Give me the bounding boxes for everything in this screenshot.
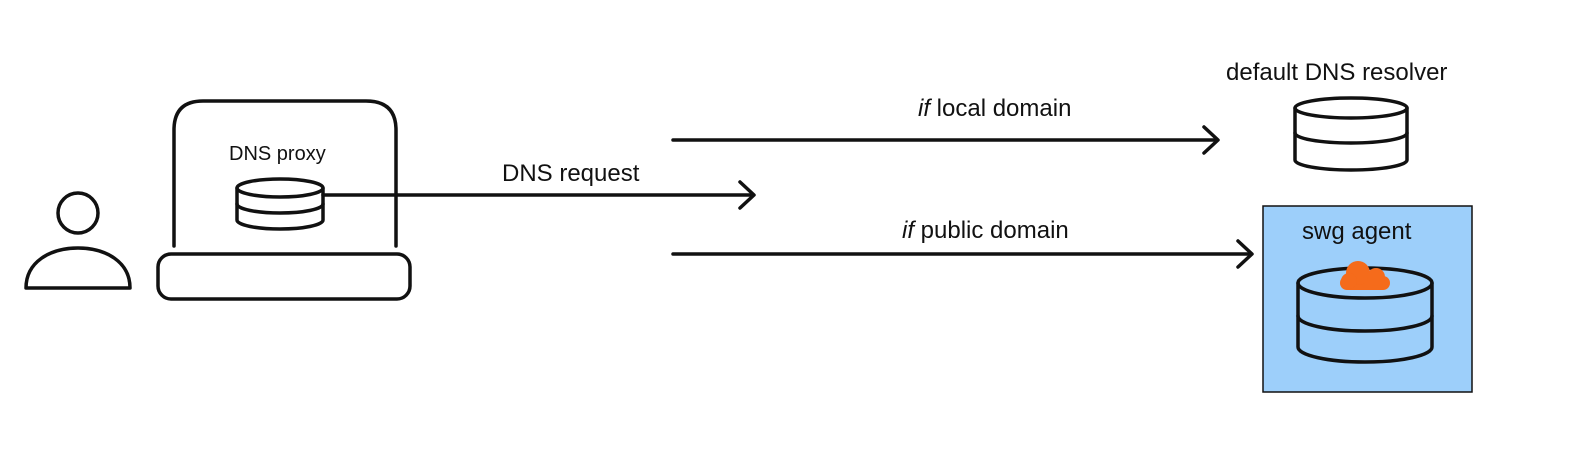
dns-proxy-label: DNS proxy bbox=[229, 143, 326, 165]
swg-agent-label: swg agent bbox=[1302, 218, 1412, 245]
local-domain-arrow bbox=[671, 125, 1220, 155]
public-domain-if: if bbox=[902, 217, 914, 244]
dns-proxy-database-icon bbox=[235, 177, 325, 231]
default-resolver-label: default DNS resolver bbox=[1226, 59, 1448, 86]
local-domain-label: if local domain bbox=[918, 95, 1071, 123]
laptop-icon bbox=[156, 99, 412, 301]
local-domain-if: if bbox=[918, 95, 930, 122]
local-domain-text: local domain bbox=[936, 95, 1072, 122]
dns-request-label: DNS request bbox=[502, 160, 640, 187]
user-icon bbox=[24, 191, 132, 290]
cloud-icon bbox=[1340, 261, 1390, 290]
public-domain-text: public domain bbox=[920, 217, 1069, 244]
public-domain-label: if public domain bbox=[902, 217, 1069, 245]
public-domain-arrow bbox=[671, 239, 1254, 269]
dns-request-arrow bbox=[321, 180, 756, 210]
default-resolver-database-icon bbox=[1293, 96, 1409, 172]
